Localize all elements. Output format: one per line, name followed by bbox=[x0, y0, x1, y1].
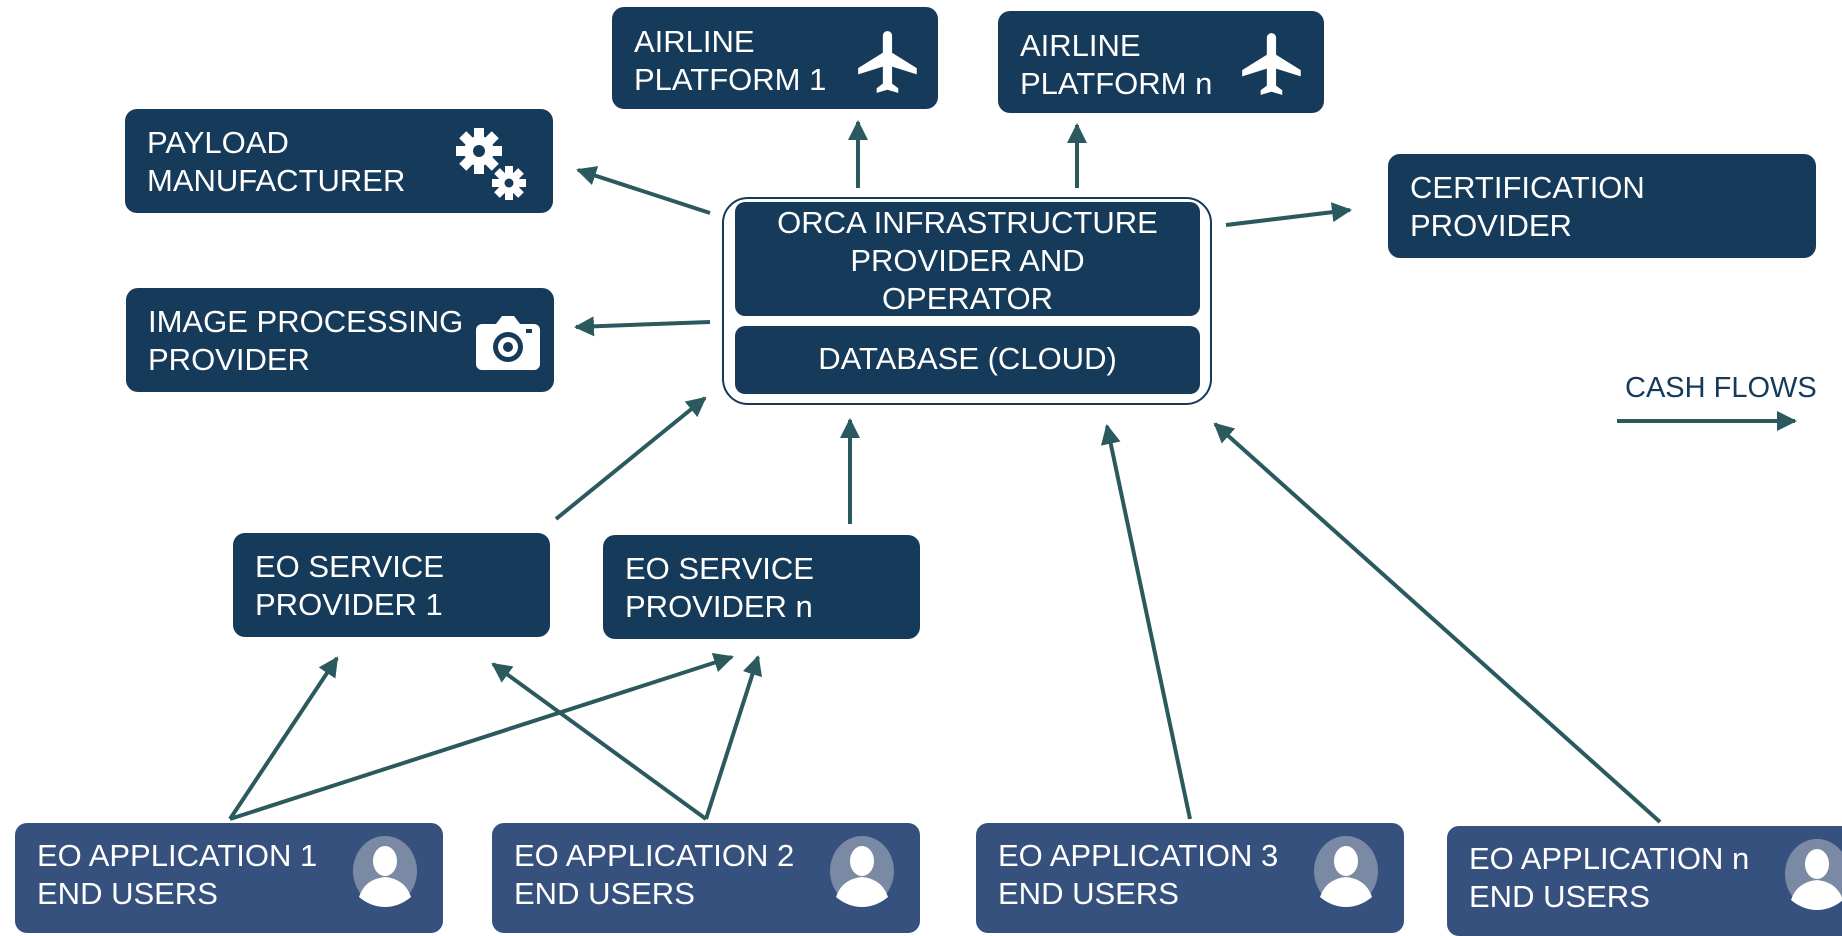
eo-service-provider-n-box: EO SERVICE PROVIDER n bbox=[603, 535, 920, 639]
arrow-appN-to-orca bbox=[1213, 422, 1662, 824]
node-label: EO APPLICATION 2 bbox=[514, 838, 795, 873]
node-label: AIRLINE bbox=[634, 24, 755, 59]
arrow-app2-to-spN bbox=[704, 655, 763, 820]
node-label: CERTIFICATION bbox=[1410, 170, 1645, 205]
node-label: PROVIDER bbox=[148, 342, 310, 377]
node-label: END USERS bbox=[514, 876, 695, 911]
node-label: EO SERVICE bbox=[255, 549, 444, 584]
eo-application-n-box: EO APPLICATION n END USERS bbox=[1447, 826, 1842, 936]
eo-application-1-box: EO APPLICATION 1 END USERS bbox=[15, 823, 443, 933]
node-label: EO APPLICATION n bbox=[1469, 841, 1750, 876]
eo-service-provider-1-box: EO SERVICE PROVIDER 1 bbox=[233, 533, 550, 637]
airline-platform-n-box: AIRLINE PLATFORM n bbox=[998, 11, 1324, 113]
node-label: EO APPLICATION 1 bbox=[37, 838, 318, 873]
node-label: PLATFORM 1 bbox=[634, 62, 827, 97]
arrow-app1-to-sp1 bbox=[228, 656, 339, 821]
user-icon bbox=[830, 836, 894, 907]
payload-manufacturer-box: PAYLOAD MANUFACTURER bbox=[125, 109, 553, 213]
certification-provider-box: CERTIFICATION PROVIDER bbox=[1388, 154, 1816, 258]
node-label: OPERATOR bbox=[881, 281, 1054, 316]
legend-label: CASH FLOWS bbox=[1625, 372, 1817, 404]
user-icon bbox=[353, 836, 417, 907]
arrow-app2-to-sp1 bbox=[491, 662, 708, 821]
gears-icon bbox=[456, 128, 526, 200]
airplane-icon bbox=[1242, 33, 1301, 95]
arrow-app1-to-spN bbox=[229, 653, 734, 821]
eo-application-2-box: EO APPLICATION 2 END USERS bbox=[492, 823, 920, 933]
arrow-app3-to-orca bbox=[1100, 424, 1192, 820]
orca-operator-box: ORCA INFRASTRUCTURE PROVIDER AND OPERATO… bbox=[735, 202, 1200, 316]
node-label: EO APPLICATION 3 bbox=[998, 838, 1279, 873]
node-label: MANUFACTURER bbox=[147, 163, 406, 198]
airline-platform-1-box: AIRLINE PLATFORM 1 bbox=[612, 7, 938, 109]
camera-icon bbox=[476, 316, 540, 370]
node-label: IMAGE PROCESSING bbox=[148, 304, 464, 339]
image-processing-provider-box: IMAGE PROCESSING PROVIDER bbox=[126, 288, 554, 392]
node-label: PROVIDER 1 bbox=[255, 587, 443, 622]
arrow-sp1-to-orca bbox=[554, 396, 707, 521]
node-label: PAYLOAD bbox=[147, 125, 289, 160]
node-label: PROVIDER bbox=[1410, 208, 1572, 243]
node-label: END USERS bbox=[1469, 879, 1650, 914]
node-label: PROVIDER AND bbox=[850, 243, 1085, 278]
arrow-orca-to-image bbox=[574, 316, 711, 337]
node-label: PLATFORM n bbox=[1020, 66, 1213, 101]
arrow-orca-to-certification bbox=[1225, 202, 1352, 227]
user-icon bbox=[1314, 836, 1378, 907]
node-label: END USERS bbox=[998, 876, 1179, 911]
database-cloud-box: DATABASE (CLOUD) bbox=[735, 326, 1200, 394]
node-label: AIRLINE bbox=[1020, 28, 1141, 63]
node-label: END USERS bbox=[37, 876, 218, 911]
airplane-icon bbox=[858, 31, 917, 93]
user-icon bbox=[1785, 839, 1842, 910]
node-label: DATABASE (CLOUD) bbox=[818, 341, 1117, 376]
arrow-orca-to-payload bbox=[576, 166, 711, 215]
node-label: EO SERVICE bbox=[625, 551, 814, 586]
eo-application-3-box: EO APPLICATION 3 END USERS bbox=[976, 823, 1404, 933]
node-label: PROVIDER n bbox=[625, 589, 813, 624]
node-label: ORCA INFRASTRUCTURE bbox=[777, 205, 1158, 240]
